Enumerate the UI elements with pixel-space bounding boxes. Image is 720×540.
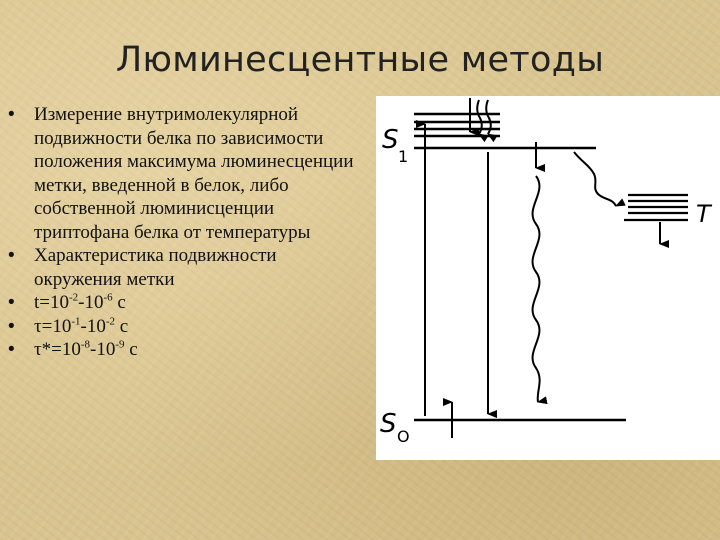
internal-conversion-arrow xyxy=(531,175,548,405)
formula-prefix: τ=10 xyxy=(34,315,72,337)
bullet-marker: • xyxy=(8,104,15,125)
relaxation-arrows xyxy=(469,98,498,143)
list-item: • τ*=10-8-10-9 с xyxy=(6,338,366,362)
jablonski-diagram: S 1 S O T xyxy=(376,96,720,460)
formula-prefix: t=10 xyxy=(34,292,69,313)
formula-exponent: -9 xyxy=(115,338,125,351)
formula-mid: -10 xyxy=(80,315,106,337)
slide-title: Люминесцентные методы xyxy=(115,40,605,80)
intersystem-crossing-arrow xyxy=(573,151,626,207)
bullet-text: Измерение внутримолекулярной подвижности… xyxy=(34,104,354,243)
relaxation-arrow xyxy=(476,99,489,143)
s0-label: S xyxy=(380,409,397,439)
formula-unit: с xyxy=(124,339,138,360)
bullet-marker: • xyxy=(8,339,15,360)
bullet-marker: • xyxy=(8,292,15,313)
bullet-list: • Измерение внутримолекулярной подвижнос… xyxy=(6,103,366,362)
formula-exponent: -8 xyxy=(80,338,91,351)
bullet-text: Характеристика подвижности окружения мет… xyxy=(34,245,277,290)
list-item: • t=10-2-10-6 с xyxy=(6,291,366,315)
formula-unit: с xyxy=(112,292,126,313)
s1-label: S xyxy=(382,125,399,155)
formula-exponent: -2 xyxy=(69,291,79,304)
formula-prefix: τ*=10 xyxy=(34,339,81,360)
formula-mid: -10 xyxy=(90,339,116,360)
bullet-marker: • xyxy=(8,315,15,337)
t-level xyxy=(624,193,688,222)
t-label: T xyxy=(696,200,713,228)
list-item: • τ=10-1-10-2 с xyxy=(6,315,366,339)
jablonski-svg: S 1 S O T xyxy=(380,98,713,446)
formula-mid: -10 xyxy=(78,292,104,313)
formula-exponent: -2 xyxy=(105,315,116,328)
list-item: • Измерение внутримолекулярной подвижнос… xyxy=(6,103,366,244)
bullet-marker: • xyxy=(8,245,15,266)
formula-exponent: -6 xyxy=(103,291,113,304)
formula-exponent: -1 xyxy=(71,315,81,328)
s1-level xyxy=(414,112,596,150)
s0-subscript: O xyxy=(397,427,410,446)
relaxation-arrow xyxy=(485,99,498,143)
list-item: • Характеристика подвижности окружения м… xyxy=(6,244,366,291)
formula-unit: с xyxy=(115,315,129,337)
s1-subscript: 1 xyxy=(398,147,408,166)
